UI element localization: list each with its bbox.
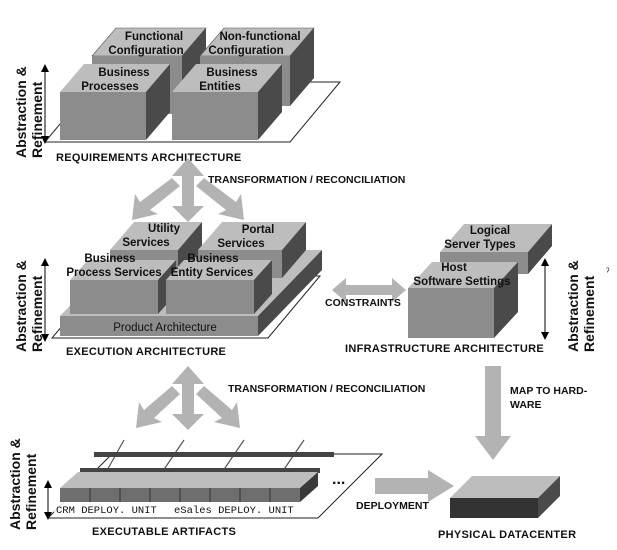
logical-server-types-label-2: Server Types bbox=[444, 239, 515, 251]
business-processes-label-2: Processes bbox=[81, 81, 139, 93]
artifacts-title: EXECUTABLE ARTIFACTS bbox=[92, 526, 236, 538]
deploy-unit-strip bbox=[60, 472, 318, 502]
map-to-hardware-label-2: WARE bbox=[510, 399, 542, 411]
requirements-title: REQUIREMENTS ARCHITECTURE bbox=[56, 152, 242, 164]
infrastructure-side-label: Abstraction & Refinement bbox=[565, 260, 597, 352]
constraints-label: CONSTRAINTS bbox=[325, 297, 401, 309]
crm-deploy-unit-label: CRM DEPLOY. UNIT bbox=[56, 505, 157, 517]
business-entity-services-label-2: Entity Services bbox=[171, 267, 253, 279]
requirements-architecture: Functional Configuration Non-functional … bbox=[41, 27, 342, 164]
portal-services-label-2: Services bbox=[217, 238, 264, 250]
infrastructure-title: INFRASTRUCTURE ARCHITECTURE bbox=[345, 343, 544, 355]
transformation-bottom-label: TRANSFORMATION / RECONCILIATION bbox=[228, 383, 425, 395]
physical-datacenter-box bbox=[450, 476, 560, 518]
business-entities-label-2: Entities bbox=[199, 81, 241, 93]
side-label-line1: Abstraction & bbox=[13, 260, 29, 352]
more-units-ellipsis: ... bbox=[332, 471, 345, 488]
utility-services-label-1: Utility bbox=[148, 223, 181, 235]
datacenter-label: PHYSICAL DATACENTER bbox=[438, 529, 576, 541]
side-label-line1: Abstraction & bbox=[565, 260, 581, 352]
nonfunctional-config-label-1: Non-functional bbox=[219, 31, 300, 43]
transformation-arrows-top bbox=[132, 158, 244, 222]
business-process-services-box bbox=[70, 260, 176, 314]
executable-artifacts: CRM DEPLOY. UNIT eSales DEPLOY. UNIT ...… bbox=[44, 439, 384, 538]
execution-architecture: Utility Services Portal Services Busines… bbox=[41, 222, 322, 358]
stray-mark: ˀ bbox=[606, 266, 610, 278]
deployment-arrow bbox=[375, 470, 454, 502]
deployment-label: DEPLOYMENT bbox=[356, 500, 430, 512]
grid-bar-2 bbox=[80, 468, 320, 473]
host-software-settings-box bbox=[408, 262, 518, 338]
artifacts-side-label: Abstraction & Refinement bbox=[7, 438, 39, 530]
execution-title: EXECUTION ARCHITECTURE bbox=[66, 346, 226, 358]
map-to-hardware-arrow bbox=[475, 366, 511, 460]
transformation-top-label: TRANSFORMATION / RECONCILIATION bbox=[208, 174, 405, 186]
side-label-line1: Abstraction & bbox=[7, 438, 23, 530]
infrastructure-architecture: Logical Server Types Host Software Setti… bbox=[345, 224, 610, 355]
portal-services-label-1: Portal bbox=[242, 224, 275, 236]
business-process-services-label-1: Business bbox=[84, 253, 135, 265]
business-processes-label-1: Business bbox=[98, 67, 149, 79]
business-process-services-label-2: Process Services bbox=[66, 267, 161, 279]
business-entity-services-label-1: Business bbox=[187, 253, 238, 265]
side-label-line2: Refinement bbox=[29, 275, 45, 352]
side-label-line2: Refinement bbox=[23, 453, 39, 530]
logical-server-types-label-1: Logical bbox=[470, 225, 510, 237]
product-architecture-label: Product Architecture bbox=[113, 322, 217, 334]
esales-deploy-unit-label: eSales DEPLOY. UNIT bbox=[174, 505, 294, 517]
execution-side-label: Abstraction & Refinement bbox=[13, 260, 45, 352]
functional-config-label-1: Functional bbox=[125, 31, 183, 43]
map-to-hardware-label-1: MAP TO HARD- bbox=[510, 385, 588, 397]
requirements-side-label: Abstraction & Refinement bbox=[13, 66, 45, 158]
business-processes-box bbox=[60, 64, 170, 140]
constraints-arrow bbox=[332, 278, 406, 302]
business-entities-label-1: Business bbox=[206, 67, 257, 79]
nonfunctional-config-label-2: Configuration bbox=[208, 45, 283, 57]
functional-config-label-2: Configuration bbox=[108, 45, 183, 57]
utility-services-label-2: Services bbox=[122, 237, 169, 249]
side-label-line1: Abstraction & bbox=[13, 66, 29, 158]
esales-deploy-unit-bg bbox=[172, 502, 300, 516]
host-software-settings-label-1: Host bbox=[441, 262, 467, 274]
host-software-settings-label-2: Software Settings bbox=[413, 276, 510, 288]
grid-bar-1 bbox=[94, 452, 334, 457]
business-entity-services-box bbox=[166, 260, 272, 314]
side-label-line2: Refinement bbox=[581, 275, 597, 352]
side-label-line2: Refinement bbox=[29, 81, 45, 158]
business-entities-box bbox=[172, 64, 282, 140]
transformation-arrows-bottom bbox=[136, 366, 240, 430]
crm-deploy-unit-bg bbox=[54, 502, 172, 516]
